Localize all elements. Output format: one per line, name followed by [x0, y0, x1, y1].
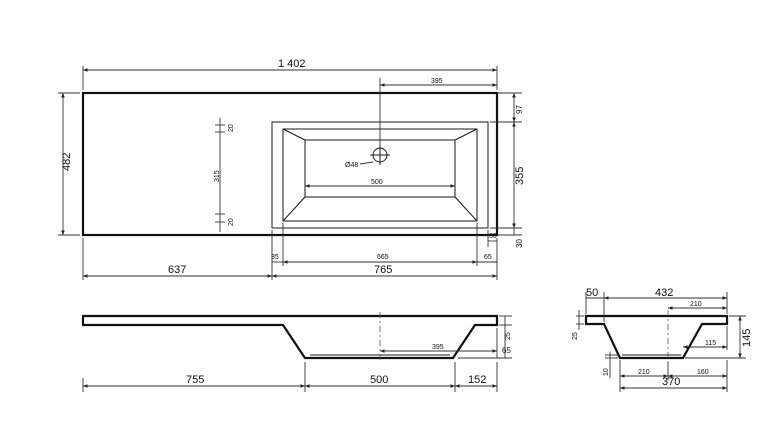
side-left-top-label: 50 — [586, 287, 598, 299]
bowl-width-label: 500 — [371, 179, 383, 186]
front-top-thickness-label: 25 — [505, 332, 512, 340]
side-top-width-label: 432 — [655, 287, 673, 299]
slope-line — [282, 196, 306, 222]
top-view: Ø48 500 1 402 395 482 97 355 30 — [58, 58, 526, 280]
overall-width-label: 1 402 — [278, 58, 306, 70]
slope-line — [454, 128, 478, 141]
side-drain-offset-label: 210 — [690, 301, 702, 308]
front-left-length-label: 755 — [186, 374, 204, 386]
right-margin-label: 30 — [489, 233, 497, 240]
inner-left-gap-label: 35 — [271, 254, 279, 261]
side-view: 50 432 210 145 25 115 10 210 160 370 — [572, 287, 753, 392]
side-inner-right-label: 115 — [705, 340, 716, 347]
inner-width-label: 665 — [377, 254, 389, 261]
front-profile — [81, 314, 499, 360]
slope-line — [282, 128, 306, 141]
countertop-outline — [81, 91, 499, 237]
bottom-margin-label: 30 — [515, 239, 524, 248]
side-bottom-left-label: 210 — [638, 369, 650, 376]
side-overall-depth-label: 370 — [662, 376, 680, 388]
left-length-label: 637 — [168, 264, 186, 276]
side-bottom-right-label: 160 — [697, 369, 709, 376]
slope-line — [454, 196, 478, 222]
leader-line — [359, 161, 374, 165]
side-base-thickness-label: 10 — [603, 368, 610, 376]
inner-right-gap-label: 65 — [484, 254, 492, 261]
hole-diameter-label: Ø48 — [345, 162, 358, 169]
hole-spacing-label: 315 — [214, 170, 221, 182]
basin-zone-width-label: 765 — [374, 264, 392, 276]
side-slab-thickness-label: 25 — [572, 332, 579, 340]
basin-right-offset-label: 395 — [431, 78, 443, 85]
top-margin-label: 97 — [515, 105, 524, 114]
front-right-length-label: 152 — [468, 374, 486, 386]
front-view: 395 25 65 755 500 152 — [81, 312, 512, 392]
side-height-label: 145 — [741, 329, 753, 347]
hole-offset-top-label: 20 — [228, 124, 235, 132]
front-bowl-length-label: 500 — [370, 374, 388, 386]
side-profile — [584, 314, 729, 360]
front-drain-offset-label: 395 — [432, 344, 444, 351]
overall-depth-label: 482 — [61, 153, 73, 171]
hole-offset-bottom-label: 20 — [228, 218, 235, 226]
front-bowl-depth-label: 65 — [502, 346, 511, 355]
basin-depth-label: 355 — [514, 167, 526, 185]
